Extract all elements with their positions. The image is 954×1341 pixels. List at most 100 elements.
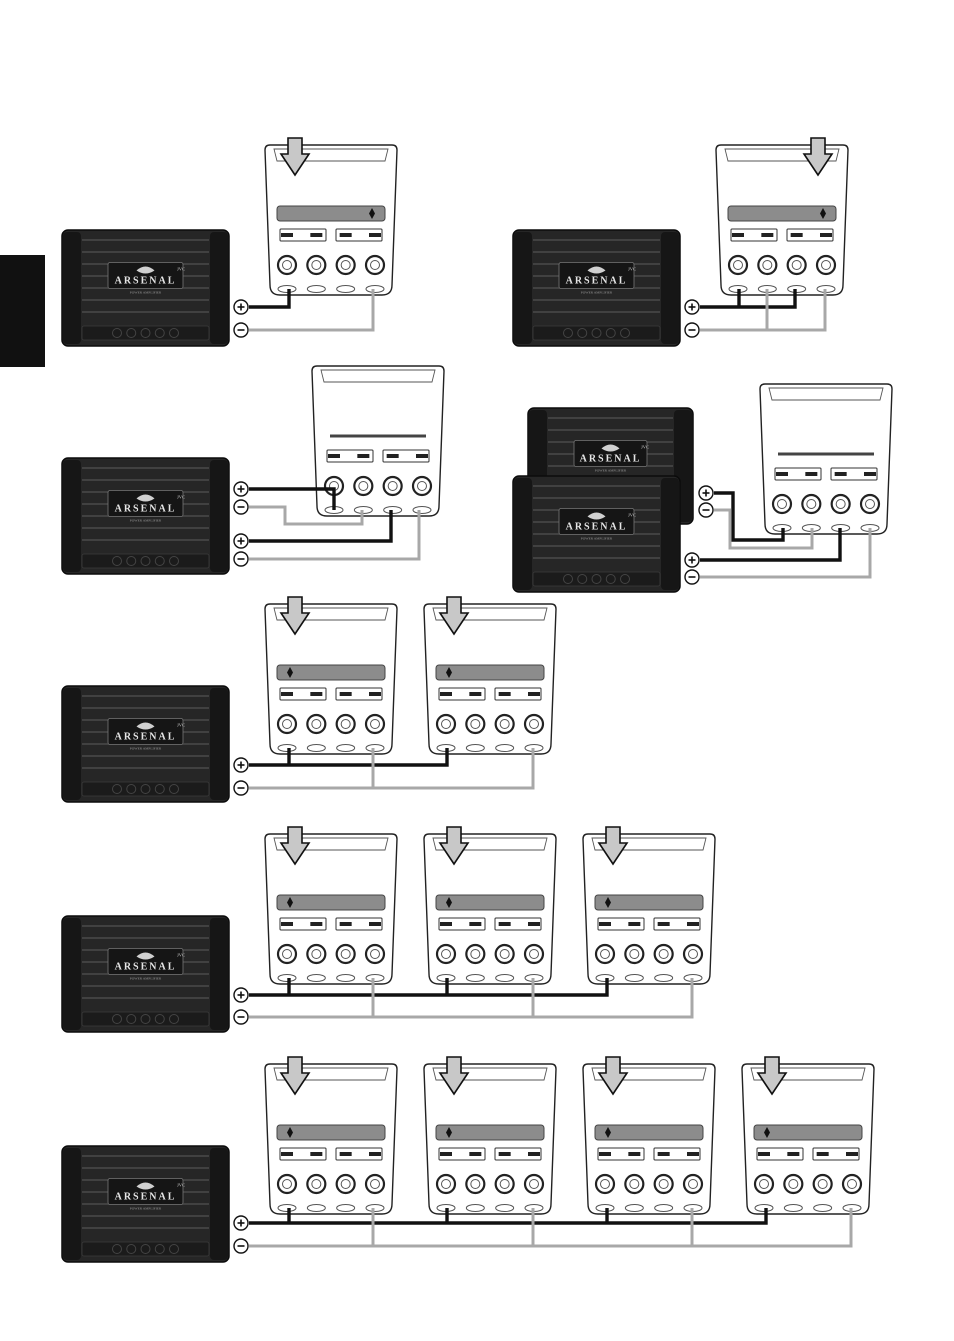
switch-slider (340, 692, 352, 696)
terminal-knob-center (371, 950, 380, 959)
speaker-terminal-panel (742, 1064, 874, 1214)
wire-entry-hole (655, 975, 673, 982)
terminal-knob-center (630, 1180, 639, 1189)
language-side-tab (0, 255, 45, 367)
wire-entry-hole (596, 1205, 614, 1212)
terminal-knob-center (371, 1180, 380, 1189)
amplifier-end-cap (661, 232, 679, 344)
amplifier-end-cap (63, 1148, 81, 1260)
terminal-knob-center (388, 482, 397, 491)
amplifier: ARSENALJVCPOWER AMPLIFIER (62, 686, 229, 802)
switch-slider (732, 233, 744, 237)
amplifier-end-cap (210, 688, 228, 800)
panel-label-bar (277, 895, 385, 910)
wire-entry-hole (366, 745, 384, 752)
switch-slider (469, 1152, 481, 1156)
switch-slider (369, 692, 381, 696)
speaker-terminal-panel (265, 834, 397, 984)
switch-slider (440, 1152, 452, 1156)
brand-tagline: POWER AMPLIFIER (595, 468, 627, 472)
switch-slider (628, 922, 640, 926)
brand-tagline: POWER AMPLIFIER (130, 518, 162, 522)
wire-entry-hole (655, 1205, 673, 1212)
negative-wire (249, 510, 419, 559)
panel-label-bar (436, 665, 544, 680)
terminal-knob-center (283, 1180, 292, 1189)
switch-slider (791, 233, 803, 237)
wire-entry-hole (307, 745, 325, 752)
terminal-knob-center (734, 261, 743, 270)
terminal-knob-center (371, 720, 380, 729)
wire-entry-hole (366, 1205, 384, 1212)
terminal-knob-center (283, 261, 292, 270)
jvc-mark: JVC (177, 494, 185, 499)
brand-logo-text: ARSENAL (115, 275, 177, 286)
amplifier-end-cap (63, 232, 81, 344)
amplifier: ARSENALJVCPOWER AMPLIFIER (513, 230, 680, 346)
switch-slider (758, 1152, 770, 1156)
panel-label-bar (277, 665, 385, 680)
brand-logo-text: ARSENAL (580, 453, 642, 464)
amplifier-end-cap (514, 232, 532, 344)
switch-slider (599, 922, 611, 926)
switch-slider (469, 922, 481, 926)
switch-slider (281, 1152, 293, 1156)
switch-slider (281, 922, 293, 926)
brand-tagline: POWER AMPLIFIER (130, 1206, 162, 1210)
terminal-knob-center (312, 261, 321, 270)
panel-label-bar (595, 1125, 703, 1140)
switch-slider (761, 233, 773, 237)
switch-slider (440, 692, 452, 696)
switch-slider (440, 922, 452, 926)
negative-terminal-icon (685, 323, 699, 337)
panel-label-bar (595, 895, 703, 910)
wire-entry-hole (278, 286, 296, 293)
panel-label-bar (728, 206, 836, 221)
switch-slider (369, 233, 381, 237)
speaker-terminal-panel (265, 604, 397, 754)
wire-entry-hole (337, 975, 355, 982)
wire-entry-hole (366, 975, 384, 982)
amplifier-end-cap (210, 1148, 228, 1260)
speaker-terminal-panel (583, 1064, 715, 1214)
terminal-knob-center (763, 261, 772, 270)
terminal-knob-center (283, 720, 292, 729)
panel-label-bar (436, 1125, 544, 1140)
terminal-knob-center (341, 261, 350, 270)
wire-entry-hole (496, 1205, 514, 1212)
amplifier: ARSENALJVCPOWER AMPLIFIER (62, 1146, 229, 1262)
wire-entry-hole (337, 745, 355, 752)
terminal-knob-center (341, 1180, 350, 1189)
negative-terminal-icon (685, 570, 699, 584)
terminal-knob-center (866, 500, 875, 509)
brand-tagline: POWER AMPLIFIER (581, 536, 613, 540)
terminal-knob-center (659, 1180, 668, 1189)
brand-logo-text: ARSENAL (115, 731, 177, 742)
switch-slider (835, 472, 847, 476)
terminal-knob-center (442, 1180, 451, 1189)
speaker-terminal-panel (716, 145, 848, 295)
brand-logo-text: ARSENAL (115, 503, 177, 514)
panel-label-bar (754, 1125, 862, 1140)
negative-terminal-icon (234, 500, 248, 514)
switch-slider (658, 1152, 670, 1156)
wire-entry-hole (784, 1205, 802, 1212)
switch-slider (281, 692, 293, 696)
switch-slider (340, 233, 352, 237)
amplifier-end-cap (210, 918, 228, 1030)
wire-entry-hole (625, 975, 643, 982)
positive-terminal-icon (234, 988, 248, 1002)
terminal-knob-center (471, 720, 480, 729)
terminal-knob-center (283, 950, 292, 959)
positive-terminal-icon (234, 534, 248, 548)
switch-slider (416, 454, 428, 458)
terminal-knob-center (836, 500, 845, 509)
switch-slider (328, 454, 340, 458)
switch-slider (776, 472, 788, 476)
switch-slider (820, 233, 832, 237)
jvc-mark: JVC (177, 952, 185, 957)
terminal-knob-center (530, 720, 539, 729)
negative-terminal-icon (699, 503, 713, 517)
speaker-terminal-panel (424, 1064, 556, 1214)
